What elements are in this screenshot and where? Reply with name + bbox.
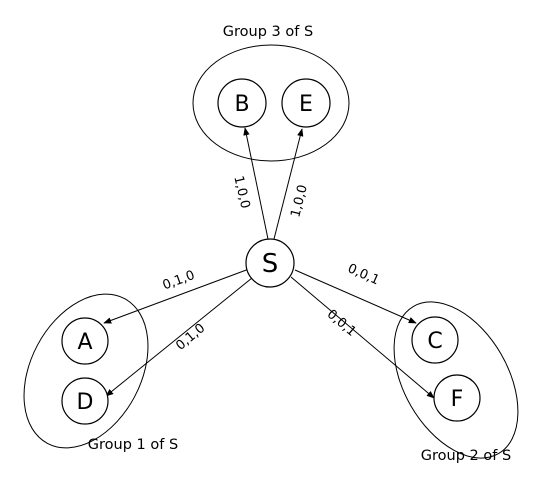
group3-ellipse — [192, 44, 350, 162]
edge-s-d-label: 0,1,0 — [173, 321, 208, 354]
node-e-label: E — [299, 92, 313, 117]
edge-s-e-label: 1,0,0 — [288, 183, 311, 219]
node-a-circle — [61, 317, 109, 365]
node-a-label: A — [77, 330, 92, 355]
edge-s-a — [103, 268, 250, 324]
node-e-circle — [281, 78, 331, 128]
group1-ellipse — [23, 293, 149, 449]
node-c-circle — [411, 316, 459, 364]
edge-s-c-label: 0,0,1 — [345, 261, 381, 288]
group3-label: Group 3 of S — [223, 24, 313, 40]
node-b-circle — [217, 78, 267, 128]
node-d-circle — [61, 377, 109, 425]
node-c-label: C — [427, 329, 442, 354]
group1-label: Group 1 of S — [88, 437, 178, 453]
node-s-circle — [245, 238, 295, 288]
edge-s-a-label: 0,1,0 — [161, 268, 197, 293]
node-s-label: S — [262, 249, 279, 279]
group2-label: Group 2 of S — [421, 448, 511, 464]
node-d-label: D — [77, 390, 94, 415]
edge-s-f — [290, 276, 435, 399]
edge-s-b-label: 1,0,0 — [230, 174, 252, 210]
edge-s-e — [273, 128, 304, 240]
edge-s-c — [294, 269, 417, 324]
node-f-circle — [433, 374, 481, 422]
edge-s-d — [105, 277, 253, 397]
group2-ellipse — [393, 301, 519, 459]
edge-s-b — [243, 127, 269, 240]
node-f-label: F — [451, 387, 464, 412]
edge-s-f-label: 0,0,1 — [324, 307, 359, 340]
node-b-label: B — [234, 92, 249, 117]
